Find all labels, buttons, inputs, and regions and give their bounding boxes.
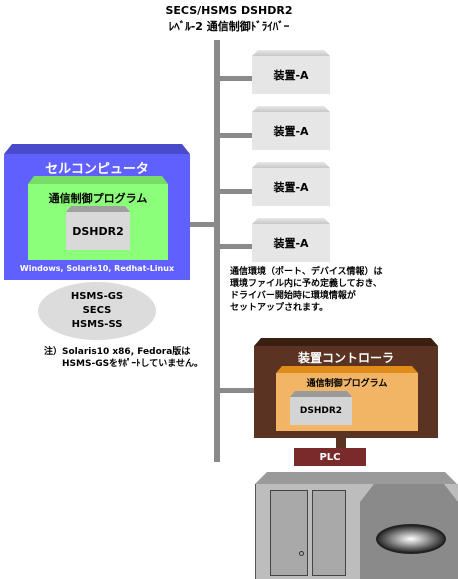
cell-program: 通信制御プログラム DSHDR2 (28, 184, 168, 260)
device-label: 装置-A (252, 224, 330, 262)
machine-top (255, 472, 457, 484)
device-controller-top (254, 338, 438, 346)
protocol-label: SECS (82, 305, 112, 316)
device-box: 装置-A (252, 50, 330, 94)
machine (255, 484, 458, 579)
diagram-title-line1: SECS/HSMS DSHDR2 (165, 4, 293, 17)
bus-branch-controller (220, 388, 256, 393)
device-controller-title: 装置コントローラ (297, 351, 394, 365)
device-box: 装置-A (252, 106, 330, 150)
note-solaris-line1: 注）Solaris10 x86, Fedora版は (44, 347, 191, 357)
note-solaris-line2: HSMS-GSをｻﾎﾟｰﾄしていません。 (62, 359, 204, 369)
protocols-ellipse: HSMS-GS SECS HSMS-SS (38, 282, 156, 340)
cell-program-title: 通信制御プログラム (48, 192, 148, 205)
cell-program-top (28, 176, 168, 184)
controller-program-top (276, 366, 418, 373)
cell-computer: セルコンピュータ 通信制御プログラム DSHDR2 Windows, Solar… (4, 154, 190, 280)
controller-driver: DSHDR2 (290, 397, 352, 425)
cell-computer-top (4, 144, 190, 154)
machine-lens-icon (376, 524, 446, 554)
bus-branch-cell-computer (190, 222, 216, 227)
device-label: 装置-A (252, 112, 330, 150)
bus-branch-device-3 (220, 189, 252, 194)
note-env-line3: ドライバー開始時に環境情報が (230, 291, 356, 301)
diagram-title-line2: ﾚﾍﾞﾙ-2 通信制御ﾄﾞﾗｲﾊﾞｰ (168, 20, 290, 33)
machine-cabinet-left (270, 490, 308, 576)
cell-computer-os: Windows, Solaris10, Redhat-Linux (19, 264, 175, 273)
note-env-line4: セットアップされます。 (230, 303, 329, 313)
cabinet-knob-icon (299, 551, 304, 556)
machine-cabinet-right (312, 490, 346, 576)
bus-branch-device-4 (220, 244, 252, 249)
bus-branch-device-1 (220, 76, 252, 81)
controller-program-title: 通信制御プログラム (306, 379, 388, 389)
device-box: 装置-A (252, 162, 330, 206)
protocol-label: HSMS-GS (70, 291, 124, 302)
note-env-line2: 環境ファイル内に予め定義しておき、 (230, 279, 382, 289)
controller-driver-top (290, 391, 352, 397)
note-env-line1: 通信環境（ポート、デバイス情報）は (230, 267, 383, 277)
device-label: 装置-A (252, 168, 330, 206)
network-bus (214, 40, 220, 462)
plc-connector (336, 438, 346, 450)
controller-program: 通信制御プログラム DSHDR2 (276, 373, 418, 431)
device-label: 装置-A (252, 56, 330, 94)
bus-branch-device-2 (220, 133, 252, 138)
cell-driver: DSHDR2 (66, 212, 130, 250)
device-controller: 装置コントローラ 通信制御プログラム DSHDR2 (254, 346, 438, 438)
device-box: 装置-A (252, 218, 330, 262)
cell-computer-title: セルコンピュータ (45, 162, 149, 177)
cell-driver-top (66, 206, 130, 212)
protocol-label: HSMS-SS (71, 319, 123, 330)
note-environment: 通信環境（ポート、デバイス情報）は 環境ファイル内に予め定義しておき、 ドライバ… (230, 266, 450, 314)
plc-box: PLC (294, 448, 366, 466)
note-solaris: 注）Solaris10 x86, Fedora版は HSMS-GSをｻﾎﾟｰﾄし… (44, 346, 234, 370)
